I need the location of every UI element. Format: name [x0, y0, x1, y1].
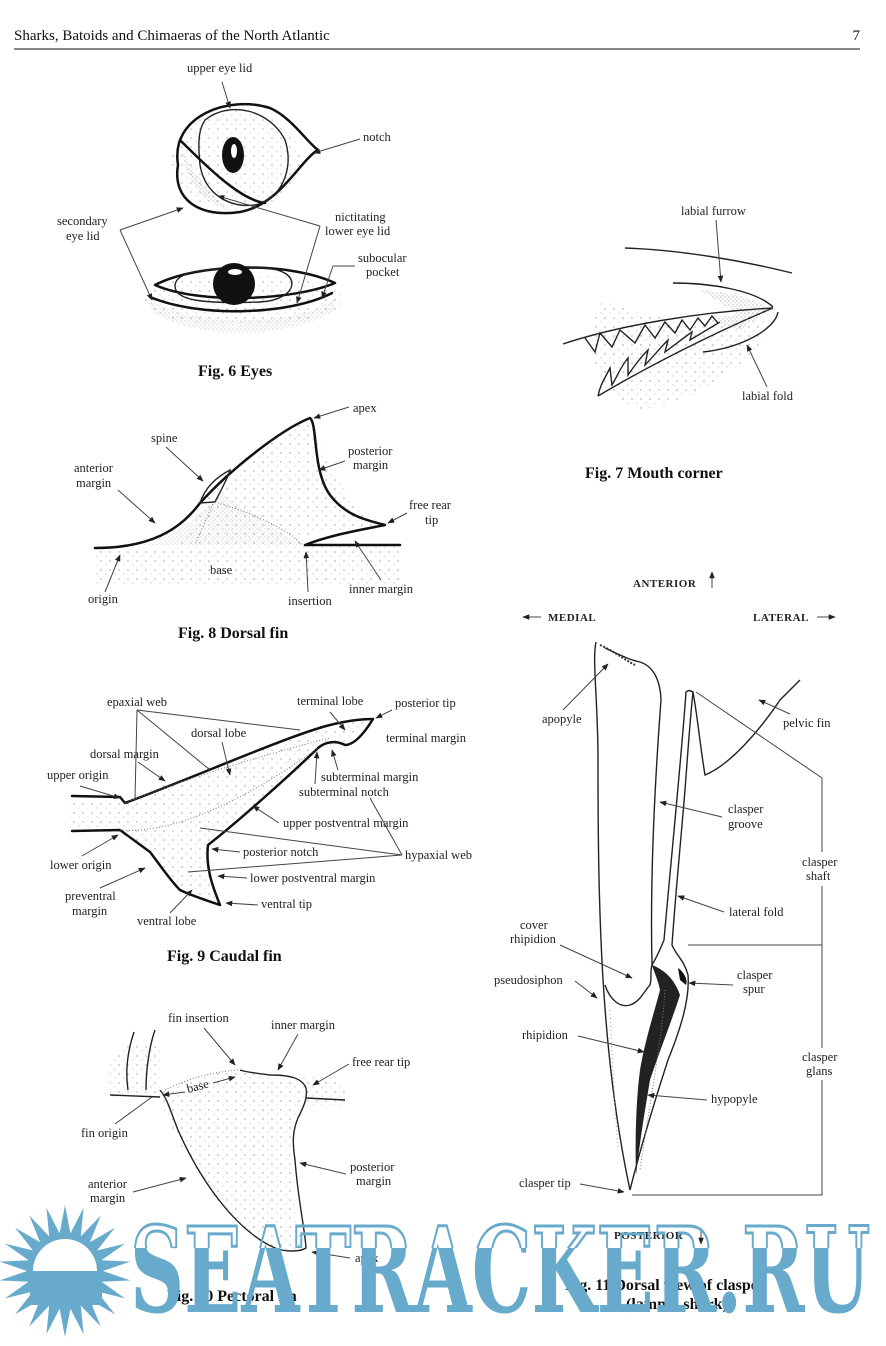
label-posterior-margin-2: margin [353, 458, 389, 472]
label-base: base [185, 1077, 211, 1096]
running-header: Sharks, Batoids and Chimaeras of the Nor… [14, 26, 860, 50]
label-clasper-glans-1: clasper [802, 1050, 838, 1064]
label-insertion: insertion [288, 594, 332, 608]
label-clasper-glans-2: glans [806, 1064, 833, 1078]
label-hypopyle: hypopyle [711, 1092, 758, 1106]
fig6-caption: Fig. 6 Eyes [198, 363, 272, 380]
page-number: 7 [852, 28, 861, 44]
label-clasper-shaft-1: clasper [802, 855, 838, 869]
label-free-rear-tip-1: free rear [409, 498, 452, 512]
running-title: Sharks, Batoids and Chimaeras of the Nor… [14, 28, 330, 44]
label-base: base [210, 563, 233, 577]
label-free-rear-tip: free rear tip [352, 1055, 410, 1069]
fig7-caption: Fig. 7 Mouth corner [585, 465, 723, 482]
label-upper-eye-lid: upper eye lid [187, 61, 253, 75]
label-anterior-margin-1: anterior [74, 461, 114, 475]
label-spine: spine [151, 431, 178, 445]
direction-medial: MEDIAL [548, 612, 596, 624]
direction-anterior: ANTERIOR [633, 578, 697, 590]
label-apopyle: apopyle [542, 712, 582, 726]
fig7-mouth-corner: labial furrow labial fold Fig. 7 Mouth c… [562, 204, 794, 482]
label-fin-insertion: fin insertion [168, 1011, 230, 1025]
fig10-caption: Fig. 10 Pectoral fin [167, 1288, 297, 1305]
label-terminal-lobe: terminal lobe [297, 694, 364, 708]
label-inner-margin: inner margin [349, 582, 414, 596]
fig8-caption: Fig. 8 Dorsal fin [178, 625, 288, 642]
label-inner-margin: inner margin [271, 1018, 336, 1032]
label-clasper-spur-1: clasper [737, 968, 773, 982]
label-subocular-1: subocular [358, 251, 407, 265]
fig6-eyes: upper eye lid notch secondary eye lid ni… [57, 61, 407, 380]
label-apex: apex [355, 1251, 379, 1265]
label-ventral-lobe: ventral lobe [137, 914, 197, 928]
fig11-clasper: ANTERIOR MEDIAL LATERAL apopyle pelvic f… [494, 571, 848, 1313]
watermark: SEATRACKER.RU SEATRACKER.RU [0, 1200, 872, 1340]
label-anterior-margin-1: anterior [88, 1177, 128, 1191]
label-origin: origin [88, 592, 119, 606]
direction-posterior: POSTERIOR [614, 1230, 684, 1242]
label-clasper-spur-2: spur [743, 982, 765, 996]
label-posterior-tip: posterior tip [395, 696, 456, 710]
watermark-text-fill: SEATRACKER.RU [130, 1201, 870, 1340]
label-subterminal-margin: subterminal margin [321, 770, 419, 784]
label-nictitating-1: nictitating [335, 210, 386, 224]
label-lateral-fold: lateral fold [729, 905, 784, 919]
label-ventral-tip: ventral tip [261, 897, 312, 911]
eye-lateral-drawing [172, 102, 320, 215]
label-subterminal-notch: subterminal notch [299, 785, 390, 799]
label-preventral-margin-1: preventral [65, 889, 116, 903]
eye-dorsal-drawing [142, 263, 342, 333]
label-lower-postventral-margin: lower postventral margin [250, 871, 376, 885]
label-hypaxial-web: hypaxial web [405, 848, 472, 862]
label-labial-furrow: labial furrow [681, 204, 746, 218]
label-pseudosiphon: pseudosiphon [494, 973, 564, 987]
label-secondary-eye-lid-1: secondary [57, 214, 108, 228]
label-posterior-notch: posterior notch [243, 845, 319, 859]
label-nictitating-2: lower eye lid [325, 224, 391, 238]
label-dorsal-margin: dorsal margin [90, 747, 160, 761]
label-anterior-margin-2: margin [90, 1191, 126, 1205]
label-cover-rhipidion-2: rhipidion [510, 932, 557, 946]
label-notch: notch [363, 130, 392, 144]
label-anterior-margin-2: margin [76, 476, 112, 490]
label-dorsal-lobe: dorsal lobe [191, 726, 247, 740]
sun-logo-icon [0, 1205, 131, 1337]
label-upper-postventral-margin: upper postventral margin [283, 816, 409, 830]
label-rhipidion: rhipidion [522, 1028, 569, 1042]
fig9-caudal-fin: epaxial web terminal lobe posterior tip … [47, 694, 472, 965]
label-free-rear-tip-2: tip [425, 513, 438, 527]
label-cover-rhipidion-1: cover [520, 918, 549, 932]
fig11-caption-line1: Fig. 11 Dorsal view of clasper [565, 1277, 765, 1294]
direction-lateral: LATERAL [753, 612, 809, 624]
label-clasper-groove-1: clasper [728, 802, 764, 816]
fig10-pectoral-fin: fin insertion inner margin free rear tip… [81, 1011, 410, 1305]
label-epaxial-web: epaxial web [107, 695, 167, 709]
label-apex: apex [353, 401, 377, 415]
label-clasper-shaft-2: shaft [806, 869, 831, 883]
label-pelvic-fin: pelvic fin [783, 716, 831, 730]
fig11-caption-line2: (lamnid shark) [626, 1296, 728, 1313]
label-clasper-tip: clasper tip [519, 1176, 571, 1190]
fig9-caption: Fig. 9 Caudal fin [167, 948, 282, 965]
label-lower-origin: lower origin [50, 858, 112, 872]
label-fin-origin: fin origin [81, 1126, 129, 1140]
label-terminal-margin: terminal margin [386, 731, 467, 745]
label-posterior-margin-2: margin [356, 1174, 392, 1188]
fig8-dorsal-fin: apex spine posterior margin anterior mar… [74, 401, 452, 642]
label-subocular-2: pocket [366, 265, 400, 279]
label-posterior-margin-1: posterior [348, 444, 393, 458]
label-upper-origin: upper origin [47, 768, 109, 782]
label-posterior-margin-1: posterior [350, 1160, 395, 1174]
label-secondary-eye-lid-2: eye lid [66, 229, 100, 243]
label-labial-fold: labial fold [742, 389, 794, 403]
label-preventral-margin-2: margin [72, 904, 108, 918]
watermark-text-outline: SEATRACKER.RU [130, 1201, 870, 1340]
label-clasper-groove-2: groove [728, 817, 763, 831]
